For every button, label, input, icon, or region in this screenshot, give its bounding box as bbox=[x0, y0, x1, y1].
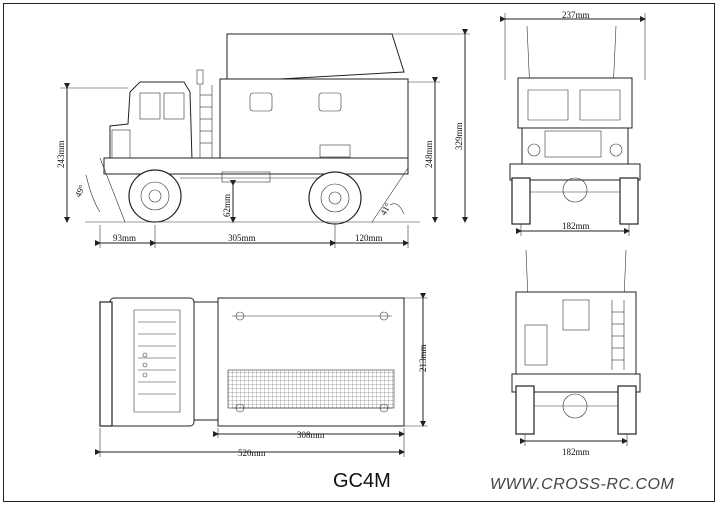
box-height-label: 248mm bbox=[424, 140, 434, 168]
front-width-label: 237mm bbox=[562, 10, 590, 20]
cab-height-label: 243mm bbox=[56, 140, 66, 168]
front-view bbox=[500, 13, 646, 236]
drawing-frame bbox=[3, 3, 715, 502]
model-name: GC4M bbox=[333, 470, 391, 492]
front-track-label: 182mm bbox=[562, 221, 590, 231]
rear-view bbox=[511, 249, 641, 446]
rear-track-label: 182mm bbox=[562, 447, 590, 457]
approach-angle-label: 49° bbox=[73, 183, 88, 199]
box-length-label: 308mm bbox=[297, 430, 325, 440]
total-length-label: 520mm bbox=[238, 448, 266, 458]
front-overhang-label: 93mm bbox=[113, 233, 136, 243]
website-url: WWW.CROSS-RC.COM bbox=[490, 476, 675, 493]
side-view bbox=[60, 29, 470, 248]
rear-overhang-label: 120mm bbox=[355, 233, 383, 243]
top-width-label: 213mm bbox=[418, 344, 428, 372]
departure-angle-label: 41° bbox=[378, 201, 393, 217]
side-view-labels: 93mm 305mm 120mm 243mm 248mm 329mm 49° 4… bbox=[56, 122, 464, 243]
total-height-label: 329mm bbox=[454, 122, 464, 150]
ground-clearance-label: 62mm bbox=[222, 194, 232, 217]
wheelbase-label: 305mm bbox=[228, 233, 256, 243]
top-view bbox=[95, 293, 428, 457]
